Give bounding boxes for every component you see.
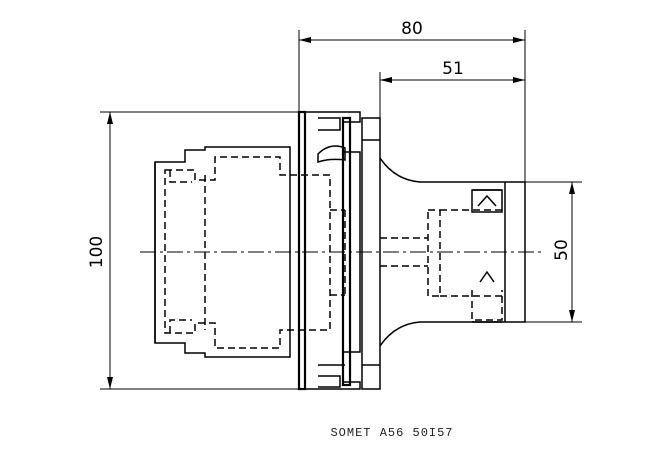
overall-length-label: 80 — [401, 19, 423, 39]
shank-length-label: 51 — [442, 59, 464, 79]
dimension-shank-length: 51 — [379, 59, 525, 118]
retention-knob-top — [471, 189, 503, 213]
dimension-shank-diameter: 50 — [505, 181, 582, 323]
flange — [297, 110, 381, 391]
shank-diameter-label: 50 — [552, 239, 572, 261]
dimension-overall-length: 80 — [298, 19, 526, 182]
retention-knob-bottom — [471, 270, 503, 323]
flange-diameter-label: 100 — [87, 236, 107, 268]
dimension-flange-diameter: 100 — [87, 111, 299, 390]
drawing-caption: SOMET A56 50I57 — [330, 426, 453, 440]
taper-body — [154, 146, 346, 358]
shank — [379, 157, 526, 347]
